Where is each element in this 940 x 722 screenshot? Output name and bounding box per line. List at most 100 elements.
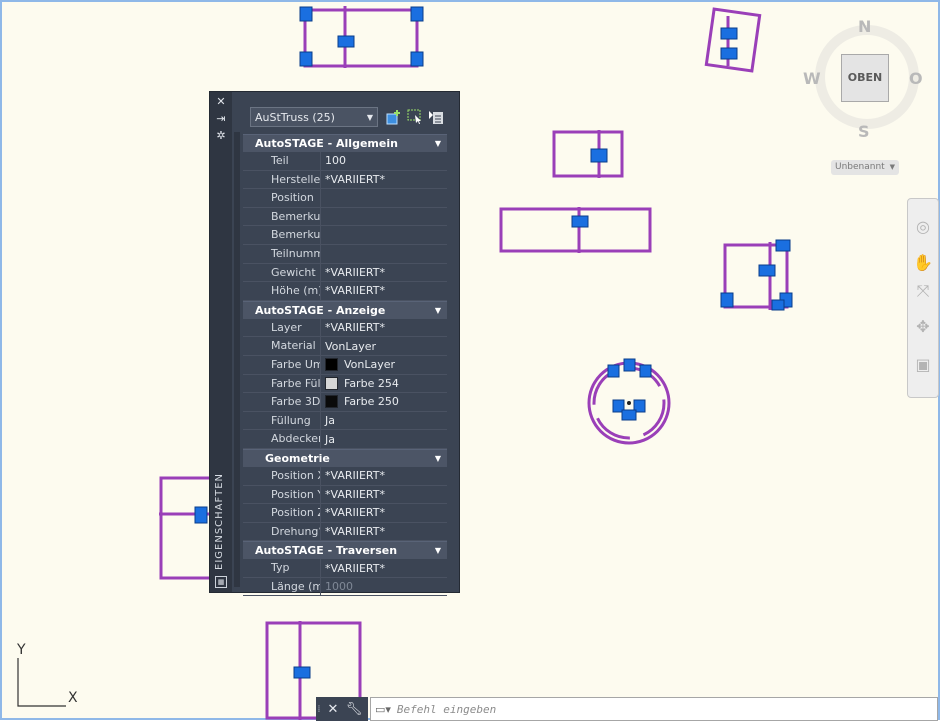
scrollbar[interactable] [234,132,240,587]
properties-palette[interactable]: ✕ ⇥ ✲ EIGENSCHAFTEN ▦ AuStTruss (25) ▼ A… [209,91,460,597]
property-row[interactable]: Bemerkung 2 [243,226,447,245]
property-row[interactable]: Drehung°*VARIIERT* [243,522,447,542]
palette-title-strip[interactable]: ✕ ⇥ ✲ EIGENSCHAFTEN ▦ [210,92,232,592]
calculator-icon[interactable]: ▦ [215,576,227,588]
property-row[interactable]: Länge (mm)1000 [243,577,447,597]
property-value[interactable]: *VARIIERT* [321,486,447,504]
grip[interactable] [612,399,625,413]
grip[interactable] [607,364,620,378]
compass-south[interactable]: S [858,122,870,141]
grip[interactable] [410,51,424,67]
close-icon[interactable]: ✕ [216,95,226,108]
compass-north[interactable]: N [858,17,872,36]
property-row[interactable]: Position X*VARIIERT* [243,466,447,486]
section-header[interactable]: AutoSTAGE - Anzeige▼ [243,300,447,319]
viewcube[interactable]: N S W O OBEN Unbenannt ▼ [803,17,927,177]
property-value[interactable]: *VARIIERT* [321,504,447,522]
truss-object[interactable] [499,207,652,253]
compass-ring[interactable] [815,25,919,129]
steering-wheel-icon[interactable]: ◎ [916,217,930,236]
grip[interactable] [623,358,636,372]
select-objects-icon[interactable] [407,109,423,125]
grip[interactable] [590,148,608,163]
truss-object[interactable] [704,7,762,73]
grip[interactable] [633,399,646,413]
property-value[interactable] [321,208,447,226]
autohide-icon[interactable]: ⇥ [216,112,226,125]
pan-hand-icon[interactable]: ✋ [913,253,933,272]
chevron-down-icon[interactable]: ▼ [434,139,441,148]
selection-dropdown[interactable]: AuStTruss (25) ▼ [250,107,378,127]
grip[interactable] [720,292,734,308]
grip[interactable] [720,47,738,60]
command-line[interactable]: ⁞ ✕ 🔧︎ ▭▾ Befehl eingeben [316,697,940,721]
grip-handle-icon[interactable]: ⁞ [317,703,321,715]
property-row[interactable]: Position Z*VARIIERT* [243,504,447,523]
property-row[interactable]: Position Y*VARIIERT* [243,485,447,505]
truss-object[interactable] [265,621,362,720]
property-row[interactable]: Typ*VARIIERT* [243,559,447,578]
property-value[interactable]: Farbe 254 [321,375,447,393]
property-row[interactable]: Hersteller*VARIIERT* [243,170,447,190]
navigation-bar[interactable]: ◎ ✋ ⤧ ✥ ▣ [907,198,939,398]
close-icon[interactable]: ✕ [327,701,339,717]
ucs-menu[interactable]: Unbenannt ▼ [831,160,899,175]
grip[interactable] [720,27,738,40]
truss-object[interactable] [723,243,789,309]
zoom-extents-icon[interactable]: ⤧ [916,281,930,300]
command-input[interactable]: ▭▾ Befehl eingeben [370,697,938,721]
property-value[interactable]: *VARIIERT* [321,467,447,485]
property-value[interactable]: *VARIIERT* [321,264,447,282]
grip[interactable] [299,51,313,67]
wrench-icon[interactable]: 🔧︎ [345,701,363,717]
grip[interactable] [337,35,355,48]
section-header[interactable]: AutoSTAGE - Allgemein▼ [243,134,447,152]
grip[interactable] [571,215,589,228]
property-value[interactable]: VonLayer [321,356,447,374]
grip[interactable] [621,409,637,421]
viewcube-top-face[interactable]: OBEN [841,54,889,102]
property-value[interactable]: *VARIIERT* [321,523,447,541]
property-row[interactable]: Teilnummer [243,244,447,264]
compass-east[interactable]: O [909,69,923,88]
property-value[interactable]: 100 [321,152,447,170]
section-header[interactable]: Geometrie▼ [243,448,447,467]
property-value[interactable]: *VARIIERT* [321,282,447,300]
gear-icon[interactable]: ✲ [216,129,226,142]
compass-west[interactable]: W [803,69,821,88]
command-history-icon[interactable]: ▭▾ [375,702,391,716]
property-value[interactable]: VonLayer [321,337,447,355]
property-row[interactable]: Höhe (m)*VARIIERT* [243,282,447,301]
property-value[interactable]: *VARIIERT* [321,559,447,577]
quick-select-icon[interactable] [428,109,444,125]
truss-object[interactable] [303,8,419,68]
pickadd-toggle-icon[interactable] [386,109,402,125]
grip[interactable] [775,239,791,252]
property-value[interactable] [321,245,447,263]
property-value[interactable]: Ja [321,430,447,448]
showmotion-icon[interactable]: ▣ [915,355,931,374]
property-row[interactable]: Bemerkung 1 [243,207,447,227]
section-header[interactable]: AutoSTAGE - Traversen▼ [243,541,447,560]
property-row[interactable]: Farbe FüllungFarbe 254 [243,374,447,394]
property-row[interactable]: Layer*VARIIERT* [243,318,447,338]
grip[interactable] [758,264,776,277]
chevron-down-icon[interactable]: ▼ [434,453,441,463]
property-value[interactable]: *VARIIERT* [321,171,447,189]
chevron-down-icon[interactable]: ▼ [434,546,441,556]
grip[interactable] [293,666,311,679]
property-value[interactable]: Farbe 250 [321,393,447,411]
property-row[interactable]: Farbe UmrissVonLayer [243,355,447,375]
grip[interactable] [299,6,313,22]
grip[interactable] [639,364,652,378]
property-value[interactable] [321,226,447,244]
grip[interactable] [194,506,208,524]
property-value[interactable] [321,189,447,207]
property-value[interactable]: 1000 [321,578,447,596]
